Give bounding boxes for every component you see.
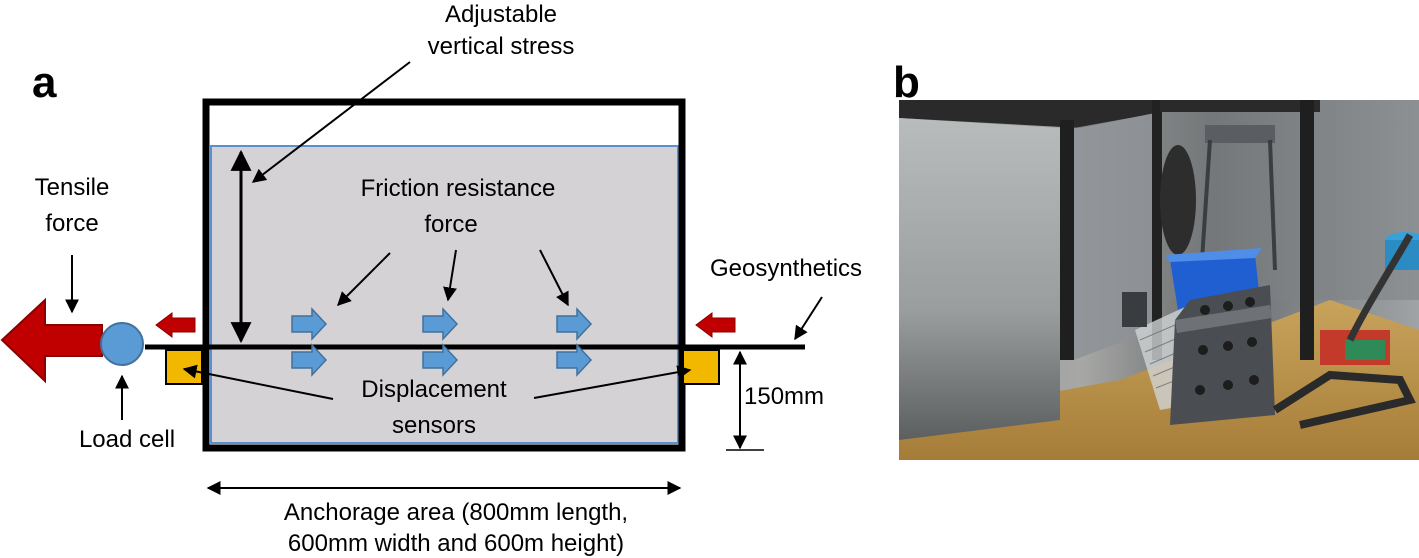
load-cell-label: Load cell (79, 426, 175, 453)
sensor-pointer-right (533, 365, 692, 399)
friction-pointer-middle (443, 249, 457, 302)
adjustable-label-1: Adjustable (445, 1, 557, 28)
adjustable-label-2: vertical stress (428, 33, 575, 60)
tensile-label-1: Tensile (35, 174, 110, 201)
vertical-stress-pointer (251, 61, 411, 183)
apparatus-photo (899, 100, 1419, 460)
panel-label-b: b (893, 58, 920, 107)
panel-label-a: a (32, 58, 57, 107)
anchorage-label-1: Anchorage area (800mm length, (284, 499, 628, 526)
geosynthetics-label: Geosynthetics (710, 255, 862, 282)
friction-arrow-icon (291, 307, 328, 341)
friction-pointer-right (539, 249, 569, 307)
friction-arrow-icon (556, 343, 593, 377)
small-left-arrow-icon (695, 312, 736, 338)
displacement-label-2: sensors (392, 412, 476, 439)
friction-arrow-icon (556, 307, 593, 341)
displacement-label-1: Displacement (361, 376, 507, 403)
small-left-arrow-icon (155, 312, 196, 338)
friction-label-2: force (424, 211, 477, 238)
height-label: 150mm (744, 383, 824, 410)
anchorage-label-2: 600mm width and 600m height) (288, 530, 624, 557)
tensile-force-arrow-icon (0, 297, 103, 384)
friction-arrow-icon (291, 343, 328, 377)
friction-arrow-icon (422, 343, 459, 377)
friction-arrow-icon (422, 307, 459, 341)
tensile-label-2: force (45, 210, 98, 237)
sensor-pointer-left (182, 364, 334, 400)
geosynthetics-pointer (794, 296, 823, 341)
displacement-sensor-left (165, 349, 203, 385)
friction-pointer-left (337, 252, 391, 306)
displacement-sensor-right (682, 349, 720, 385)
friction-label-1: Friction resistance (361, 175, 556, 202)
load-cell-icon (100, 322, 144, 366)
test-box (202, 98, 686, 452)
